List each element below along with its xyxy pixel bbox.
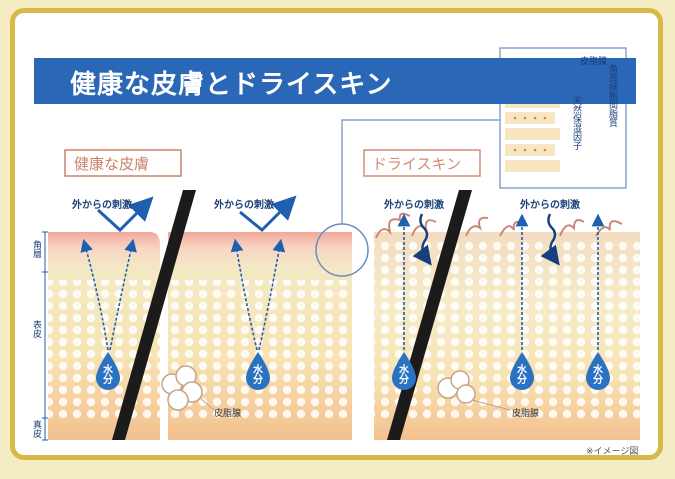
healthy-moisture-arrows — [80, 238, 286, 351]
water-label-5: 水分 — [593, 365, 603, 386]
healthy-stimulus-label-1: 外からの刺激 — [72, 200, 132, 211]
healthy-skin-label: 健康な皮膚 — [74, 155, 150, 173]
water-drops — [96, 352, 610, 390]
healthy-skin-block — [48, 232, 352, 440]
image-note: ※イメージ図 — [586, 447, 639, 457]
sebaceous-gland-label-2: 皮脂腺 — [512, 409, 540, 419]
dry-skin-block — [374, 212, 640, 440]
water-label-1: 水分 — [103, 365, 113, 386]
dry-stimulus-label-2: 外からの刺激 — [520, 200, 580, 211]
inset-sebum-label: 皮脂膜 — [580, 57, 608, 67]
water-label-2: 水分 — [253, 365, 263, 386]
dry-stimulus-label-1: 外からの刺激 — [384, 200, 444, 211]
cut-divider-left — [112, 190, 196, 440]
inset-nmf-label: 天然保湿因子 — [571, 96, 581, 150]
epidermis-label: 表皮 — [31, 320, 41, 338]
dermis-label: 真皮 — [31, 420, 41, 438]
sebaceous-gland-label-1: 皮脂腺 — [214, 409, 242, 419]
inset-lipid-label: 角質細胞間脂質 — [607, 64, 617, 127]
dry-skin-label: ドライスキン — [372, 155, 462, 173]
healthy-stimulus-arrows — [96, 195, 297, 233]
dry-label-box — [363, 149, 481, 177]
water-label-4: 水分 — [517, 365, 527, 386]
dry-stimulus-arrows — [412, 213, 560, 266]
dry-moisture-arrows — [397, 213, 605, 350]
layer-brackets — [42, 231, 48, 441]
diagram-title: 健康な皮膚とドライスキン — [70, 70, 393, 100]
title-bar — [34, 58, 636, 104]
sebaceous-gland — [161, 365, 476, 411]
water-label-3: 水分 — [399, 365, 409, 386]
stratum-corneum-label: 角層 — [31, 240, 41, 258]
healthy-stimulus-label-2: 外からの刺激 — [214, 200, 274, 211]
healthy-label-box — [64, 149, 182, 177]
